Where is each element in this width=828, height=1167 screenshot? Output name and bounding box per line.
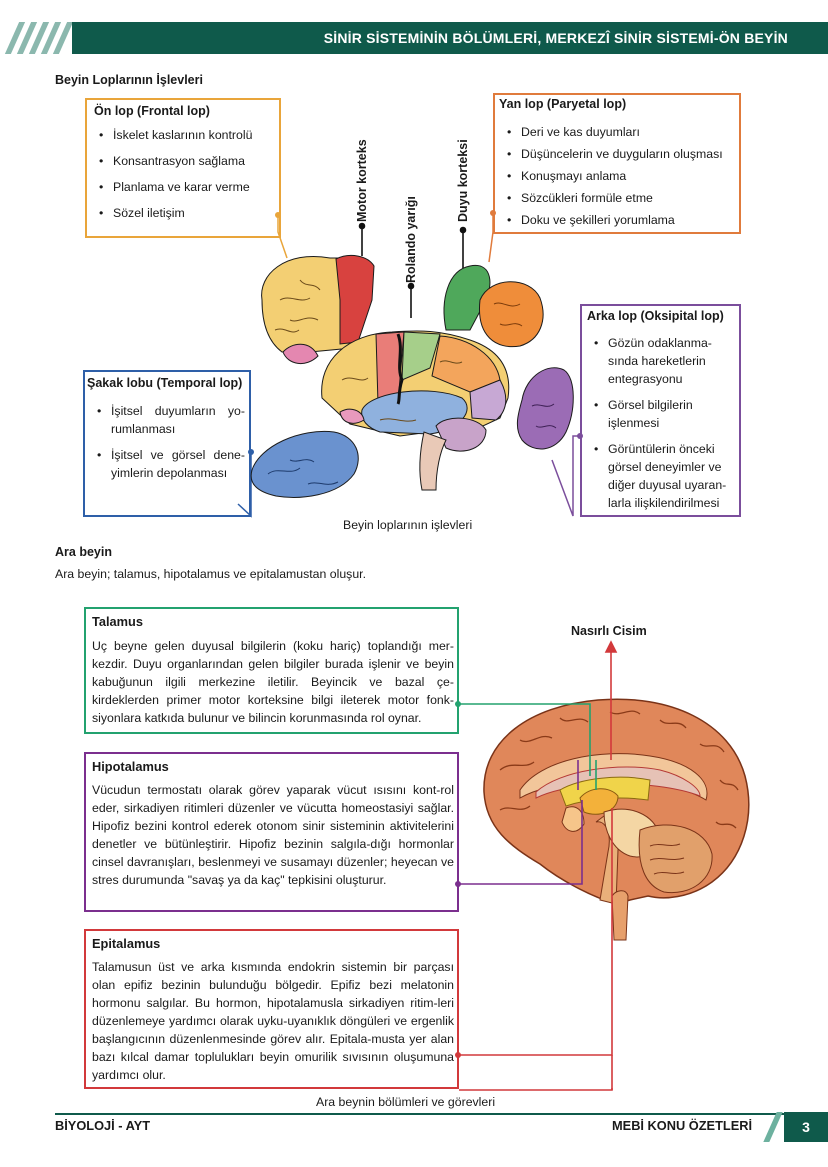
- header-bar: [72, 22, 828, 54]
- list-item: İşitsel ve görsel dene-yimlerin depolanm…: [93, 446, 245, 482]
- talamus-text: Uç beyne gelen duyusal bilgilerin (koku …: [92, 639, 454, 725]
- temporal-list: İşitsel duyumların yo-rumlanması İşitsel…: [93, 402, 245, 490]
- list-item: İşitsel duyumların yo-rumlanması: [93, 402, 245, 438]
- footer-series: MEBİ KONU ÖZETLERİ: [612, 1118, 753, 1133]
- frontal-title: Ön lop (Frontal lop): [94, 104, 210, 118]
- hipotalamus-title: Hipotalamus: [92, 759, 169, 774]
- parietal-lobe-box: Yan lop (Paryetal lop) Deri ve kas duyum…: [493, 93, 741, 234]
- occipital-lobe-shape: [516, 367, 574, 450]
- talamus-box: Talamus Uç beyne gelen duyusal bilgileri…: [84, 607, 459, 734]
- page-header: SİNİR SİSTEMİNİN BÖLÜMLERİ, MERKEZÎ SİNİ…: [0, 22, 828, 54]
- occipital-connector: [551, 435, 580, 517]
- figure2-caption: Ara beynin bölümleri ve görevleri: [316, 1095, 496, 1109]
- frontal-connector: [277, 215, 288, 259]
- section-heading-diencephalon: Ara beyin: [55, 545, 112, 559]
- list-item: Planlama ve karar verme: [95, 174, 281, 200]
- epitalamus-box: Epitalamus Talamusun üst ve arka kısmınd…: [84, 929, 459, 1089]
- occipital-title: Arka lop (Oksipital lop): [587, 309, 724, 323]
- list-item: İskelet kaslarının kontrolü: [95, 122, 281, 148]
- footer-subject: BİYOLOJİ - AYT: [55, 1118, 151, 1133]
- temporal-lobe-box: Şakak lobu (Temporal lop) İşitsel duyuml…: [83, 370, 251, 517]
- parietal-list: Deri ve kas duyumları Düşüncelerin ve du…: [503, 121, 743, 231]
- section-heading-lobes: Beyin Loplarının İşlevleri: [55, 73, 203, 87]
- list-item: Düşüncelerin ve duyguların oluşması: [503, 143, 743, 165]
- list-item: Doku ve şekilleri yorumlama: [503, 209, 743, 231]
- list-item: Görsel bilgilerin işlenmesi: [590, 396, 738, 432]
- talamus-connector: [458, 703, 591, 776]
- occipital-lobe-box: Arka lop (Oksipital lop) Gözün odaklanma…: [580, 304, 741, 517]
- sagittal-brain-shape: [483, 698, 750, 941]
- whole-brain-shape: [321, 330, 510, 491]
- hipotalamus-connector: [458, 800, 583, 885]
- epitalamus-title: Epitalamus: [92, 936, 161, 951]
- occipital-list: Gözün odaklanma-sında hareketlerin enteg…: [590, 334, 738, 520]
- frontal-list: İskelet kaslarının kontrolü Konsantrasyo…: [95, 122, 281, 226]
- parietal-title: Yan lop (Paryetal lop): [499, 97, 627, 111]
- hipotalamus-box: Hipotalamus Vücudun termostatı olarak gö…: [84, 752, 459, 912]
- frontal-lobe-shape: [261, 255, 375, 364]
- parietal-connector: [488, 213, 494, 263]
- page-number: 3: [784, 1112, 828, 1142]
- frontal-lobe-box: Ön lop (Frontal lop) İskelet kaslarının …: [85, 98, 281, 238]
- list-item: Deri ve kas duyumları: [503, 121, 743, 143]
- talamus-title: Talamus: [92, 614, 143, 629]
- diencephalon-intro: Ara beyin; talamus, hipotalamus ve epita…: [55, 567, 367, 581]
- list-item: Konuşmayı anlama: [503, 165, 743, 187]
- epitalamus-text: Talamusun üst ve arka kısmında endokrin …: [92, 960, 454, 1082]
- header-title: SİNİR SİSTEMİNİN BÖLÜMLERİ, MERKEZÎ SİNİ…: [323, 30, 788, 46]
- list-item: Gözün odaklanma-sında hareketlerin enteg…: [590, 334, 738, 388]
- brain-lobes-figure: [237, 210, 583, 518]
- footer-rule: [55, 1113, 828, 1115]
- temporal-title: Şakak lobu (Temporal lop): [87, 376, 243, 390]
- list-item: Sözel iletişim: [95, 200, 281, 226]
- hipotalamus-text: Vücudun termostatı olarak görev yaparak …: [92, 783, 454, 887]
- list-item: Konsantrasyon sağlama: [95, 148, 281, 174]
- list-item: Görüntülerin önceki görsel deneyimler ve…: [590, 440, 738, 512]
- figure1-caption: Beyin loplarının işlevleri: [343, 518, 473, 532]
- corpus-callosum-label: Nasırlı Cisim: [571, 624, 647, 638]
- list-item: Sözcükleri formüle etme: [503, 187, 743, 209]
- parietal-lobe-shape: [443, 264, 544, 348]
- temporal-lobe-shape: [250, 430, 359, 498]
